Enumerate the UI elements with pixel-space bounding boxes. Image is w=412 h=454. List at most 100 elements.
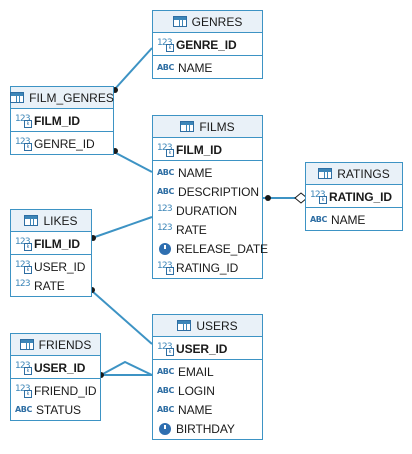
table-icon	[318, 168, 333, 179]
text-icon: ABC	[157, 168, 174, 177]
column-name: RATING_ID	[176, 260, 239, 275]
column-name: FILM_ID	[34, 236, 80, 251]
column-name: USER_ID	[176, 341, 228, 356]
table-title: RATINGS	[337, 166, 390, 181]
table-header[interactable]: RATINGS	[306, 163, 402, 185]
column-name: RATE	[34, 278, 65, 293]
edge-films-likes	[91, 216, 153, 239]
edge-films-film-genres	[113, 151, 153, 173]
column-name: DURATION	[176, 203, 237, 218]
clock-icon	[159, 242, 171, 255]
column-name: DESCRIPTION	[178, 184, 259, 199]
table-icon	[19, 339, 34, 350]
column-row[interactable]: RELEASE_DATE	[153, 239, 268, 258]
table-icon	[172, 16, 187, 27]
column-name: RATE	[176, 222, 207, 237]
column-row[interactable]: ABC LOGIN	[153, 381, 262, 400]
column-row[interactable]: ABC EMAIL	[153, 362, 262, 381]
table-header[interactable]: FRIENDS	[11, 334, 100, 356]
edge-likes-users	[91, 290, 153, 345]
table-header[interactable]: GENRES	[153, 11, 262, 33]
table-header[interactable]: FILM_GENRES	[10, 87, 114, 109]
table-header[interactable]: USERS	[153, 315, 262, 337]
column-name: BIRTHDAY	[176, 421, 235, 436]
text-icon: ABC	[15, 405, 32, 414]
column-name: USER_ID	[34, 259, 86, 274]
table-header[interactable]: FILMS	[153, 116, 262, 138]
table-title: GENRES	[191, 14, 243, 29]
column-name: STATUS	[36, 402, 81, 417]
text-key-icon: ABC	[157, 386, 174, 395]
column-name: RELEASE_DATE	[176, 241, 268, 256]
text-icon: ABC	[157, 367, 174, 376]
column-row[interactable]: ABC STATUS	[11, 400, 100, 419]
column-name: EMAIL	[178, 364, 214, 379]
table-title: FRIENDS	[38, 337, 92, 352]
column-name: NAME	[178, 165, 213, 180]
table-title: USERS	[196, 318, 238, 333]
numeric-icon: 123	[157, 204, 173, 214]
column-row[interactable]: ABC NAME	[153, 163, 262, 182]
column-name: NAME	[178, 402, 213, 417]
column-name: GENRE_ID	[176, 37, 237, 52]
column-name: USER_ID	[34, 360, 86, 375]
column-name: NAME	[178, 60, 213, 75]
column-name: LOGIN	[178, 383, 215, 398]
table-title: FILMS	[199, 119, 235, 134]
column-row[interactable]: BIRTHDAY	[153, 419, 262, 438]
column-name: FILM_ID	[34, 113, 80, 128]
clock-icon	[159, 422, 171, 435]
table-icon	[24, 215, 39, 226]
table-header[interactable]: LIKES	[11, 210, 91, 232]
column-name: NAME	[331, 212, 366, 227]
numeric-icon: 123	[157, 223, 173, 233]
edge-genres-film-genres	[113, 47, 153, 91]
edge-users-friends	[100, 360, 153, 376]
column-name: GENRE_ID	[34, 136, 95, 151]
